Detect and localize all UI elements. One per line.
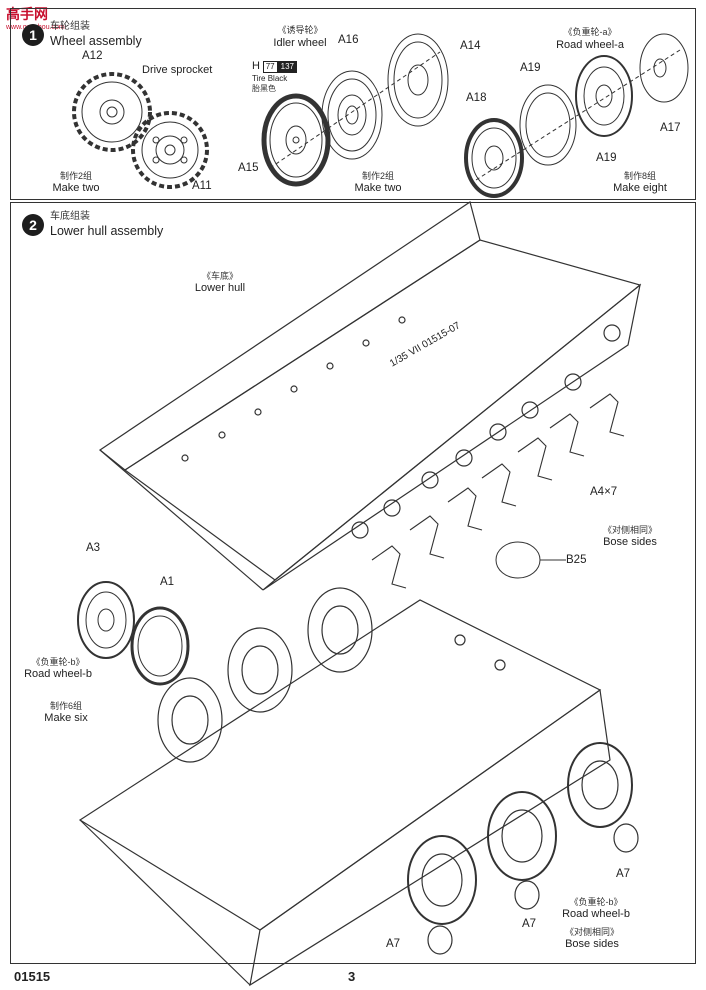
roadwheel-b2-cn: 《负重轮-b》 [569, 897, 623, 907]
idler-a15-drawing [261, 93, 331, 187]
step1-title: 车轮组装 Wheel assembly [50, 20, 142, 48]
page-number: 3 [348, 969, 356, 984]
bose-sides-cn: 《对侧相同》 [602, 525, 658, 535]
sprocket-make-cn: 制作2组 [59, 171, 93, 181]
roadwheel-a-cn: 《负重轮-a》 [563, 27, 617, 37]
roadwheel-b-cn: 《负重轮-b》 [31, 657, 85, 667]
idler-cn: 《诱导轮》 [277, 25, 323, 35]
make-six-label: Make six [44, 712, 88, 724]
watermark-text: 高手网 [6, 6, 48, 22]
make-six-cn: 制作6组 [49, 701, 83, 711]
idler-label: Idler wheel [273, 37, 327, 49]
roadwheel-b-a3-drawing [77, 581, 135, 659]
roadwheel-a18-drawing [464, 118, 524, 198]
roadwheel-make-cn: 制作8组 [623, 171, 657, 181]
paint-name-en: Tire Black [252, 74, 288, 83]
part-label-a4: A4×7 [590, 486, 618, 498]
sprocket-make-en: Make two [52, 182, 100, 194]
part-label-a7-right: A7 [616, 868, 631, 880]
bose-sides2-cn: 《对侧相同》 [564, 927, 620, 937]
lower-hull-drawing [98, 201, 642, 591]
paint-code-77: 77 [262, 61, 278, 73]
drive-sprocket-a12-drawing [72, 72, 152, 152]
torsion-arms-drawing [371, 393, 625, 589]
roadwheel-b-a1-drawing [130, 606, 190, 686]
idler-a14-drawing [387, 33, 449, 127]
roadwheel-b-label: Road wheel-b [24, 668, 92, 680]
roadwheel-a19-drawing [519, 84, 577, 166]
step2-title-en: Lower hull assembly [50, 224, 164, 238]
idler-a16-drawing [321, 70, 383, 160]
part-label-a17: A17 [660, 122, 681, 134]
bose-sides2-label: Bose sides [565, 938, 619, 950]
step1-title-en: Wheel assembly [50, 34, 142, 48]
part-label-a19-top: A19 [520, 62, 541, 74]
part-label-a14: A14 [460, 40, 481, 52]
bose-sides-label: Bose sides [603, 536, 657, 548]
roadwheel-a-label: Road wheel-a [556, 39, 624, 51]
roadwheel-a17-drawing [639, 33, 689, 103]
part-label-a15: A15 [238, 162, 259, 174]
paint-name-cn: 胎黑色 [252, 84, 276, 93]
lower-hull-cn: 《车底》 [201, 271, 239, 281]
part-label-b25: B25 [566, 554, 587, 566]
paint-h: H [252, 60, 260, 72]
paint-code-137: 137 [277, 61, 297, 73]
part-label-a1: A1 [160, 576, 175, 588]
roadwheel-make-en: Make eight [613, 182, 667, 194]
idler-make-cn: 制作2组 [361, 171, 395, 181]
part-label-a7-left: A7 [386, 938, 401, 950]
idler-make-en: Make two [354, 182, 402, 194]
step2-number: 2 [22, 214, 44, 236]
step1-title-cn: 车轮组装 [50, 21, 90, 32]
completed-hull-drawing [78, 587, 639, 987]
drive-sprocket-a11-drawing [131, 111, 209, 189]
step1-number: 1 [22, 24, 44, 46]
part-label-a18: A18 [466, 92, 487, 104]
part-label-a3: A3 [86, 542, 101, 554]
part-label-a11: A11 [192, 180, 212, 192]
drive-sprocket-label: Drive sprocket [142, 64, 213, 76]
part-label-a19-bottom: A19 [596, 152, 617, 164]
part-label-a12: A12 [82, 50, 103, 62]
roadwheel-b2-label: Road wheel-b [562, 908, 630, 920]
step2-title: 车底组装 Lower hull assembly [50, 210, 163, 238]
roadwheel-a19b-drawing [575, 55, 633, 137]
lower-hull-label: Lower hull [194, 282, 246, 294]
step2-title-cn: 车底组装 [50, 211, 90, 222]
part-label-a16: A16 [338, 34, 359, 46]
kit-number: 01515 [14, 969, 51, 984]
step1-panel [10, 8, 696, 200]
part-label-a7-mid: A7 [522, 918, 537, 930]
step2-panel [10, 202, 696, 964]
